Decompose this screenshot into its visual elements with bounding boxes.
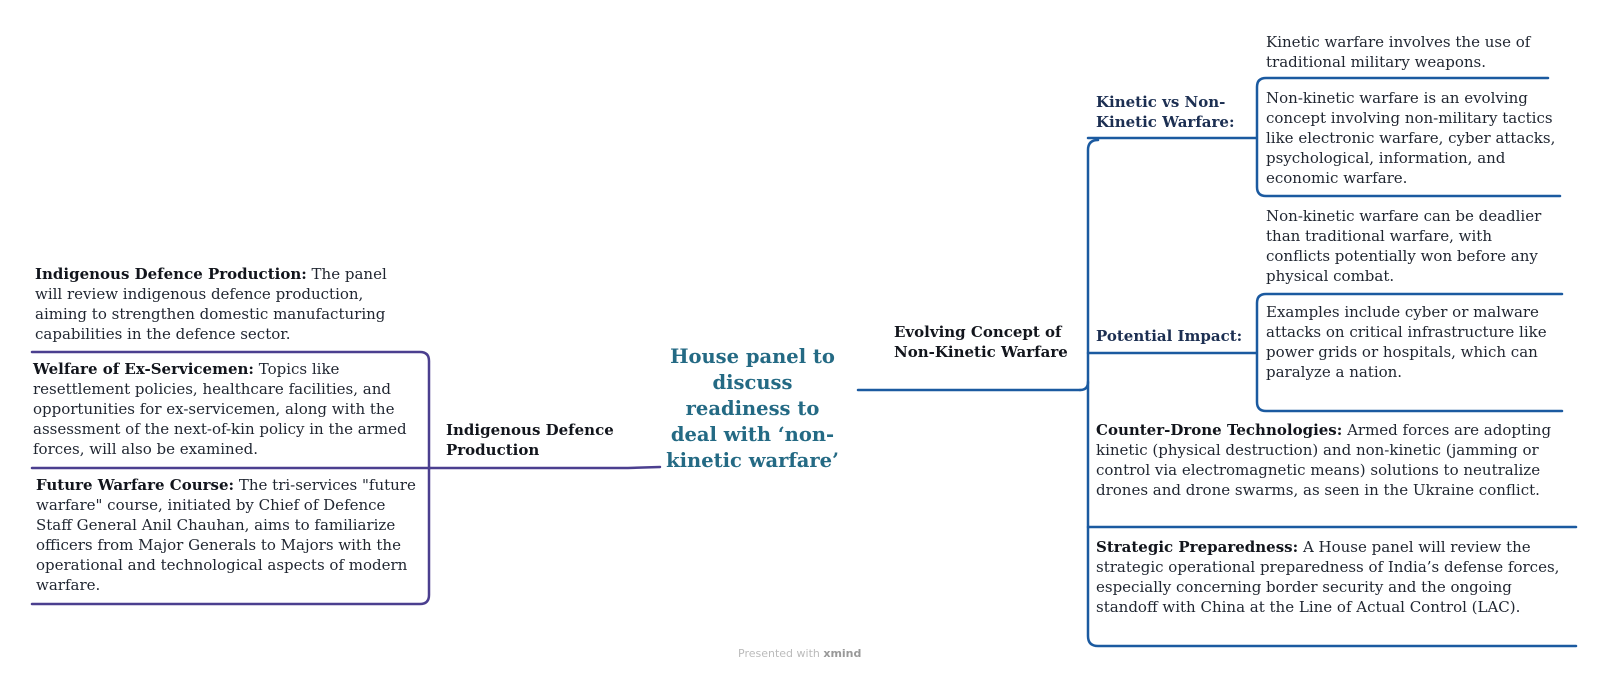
potential-impact-label[interactable]: Potential Impact: [1096,327,1243,345]
right-item-title: Strategic Preparedness: [1096,538,1299,556]
right-item-text: Armed forces are adopting kinetic (physi… [1096,421,1552,499]
left-item-title: Indigenous Defence Production: [35,265,307,283]
footer-prefix: Presented with [738,647,820,660]
connector-left-branch-vertical [30,350,431,606]
left-item-future-warfare[interactable]: Future Warfare Course: The tri-services … [36,475,418,595]
right-item-counter-drone[interactable]: Counter-Drone Technologies: Armed forces… [1096,420,1574,500]
central-topic[interactable]: House panel to discuss readiness to deal… [666,345,839,472]
left-item-text: The tri-services "future warfare" course… [36,476,416,594]
left-item-welfare[interactable]: Welfare of Ex-Servicemen: Topics like re… [33,359,419,459]
connector-impact-group [1255,292,1564,413]
right-item-text: A House panel will review the strategic … [1096,538,1560,616]
right-branch-label[interactable]: Evolving Concept of Non-Kinetic Warfare [894,323,1068,361]
connector-right-branch-vertical [1086,138,1578,648]
left-item-text: Topics like resettlement policies, healt… [33,360,407,458]
kinetic-item-non-kinetic[interactable]: Non-kinetic warfare is an evolving conce… [1266,89,1556,187]
left-item-title: Welfare of Ex-Servicemen: [33,360,254,378]
left-item-text: The panel will review indigenous defence… [35,265,387,343]
impact-item-examples[interactable]: Examples include cyber or malware attack… [1266,303,1547,381]
connector-right-to-branch-node [1078,380,1090,392]
kinetic-item-traditional[interactable]: Kinetic warfare involves the use of trad… [1266,33,1531,71]
kinetic-vs-label[interactable]: Kinetic vs Non-Kinetic Warfare: [1096,93,1235,131]
impact-item-deadlier[interactable]: Non-kinetic warfare can be deadlier than… [1266,207,1542,285]
connector-kinetic-group [1255,76,1562,198]
right-item-title: Counter-Drone Technologies: [1096,421,1343,439]
presented-with-footer: Presented with xmind [738,647,861,660]
left-item-title: Future Warfare Course: [36,476,235,494]
connector-central-to-left-branch [428,465,662,470]
left-item-indigenous-production[interactable]: Indigenous Defence Production: The panel… [35,264,415,344]
left-branch-label[interactable]: Indigenous Defence Production [446,421,614,459]
xmind-logo: xmind [823,647,862,660]
right-item-strategic[interactable]: Strategic Preparedness: A House panel wi… [1096,537,1574,617]
